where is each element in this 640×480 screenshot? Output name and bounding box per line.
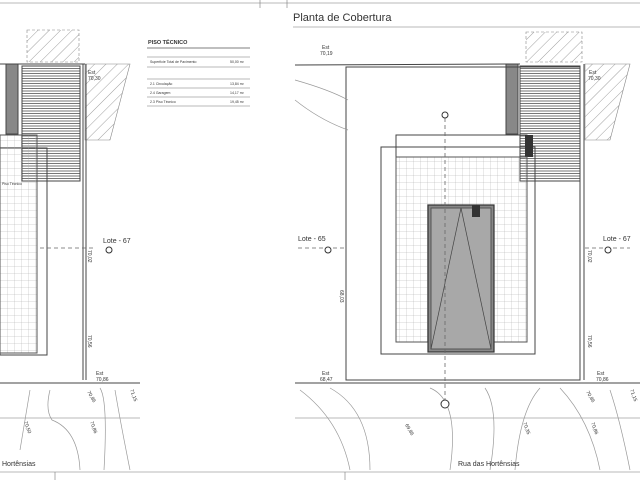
right-contour-label: 70,86 [589, 422, 599, 436]
right-side-level-right-2: 70,56 [586, 335, 592, 348]
section-marker-icon [441, 111, 449, 119]
left-contour-label: 71,15 [128, 389, 138, 403]
right-est-bottom-left-label: Est [322, 371, 330, 377]
table-total-label: Superfície Total de Pavimento [150, 60, 196, 64]
left-est-bottom-value: 70,86 [96, 377, 109, 383]
right-contour-label: 70,86 [584, 390, 596, 404]
area-table: PISO TÉCNICO Superfície Total de Pavimen… [147, 38, 250, 107]
right-contour-label: 70,35 [521, 422, 531, 436]
table-row-value: 13,84 m² [230, 82, 245, 86]
left-contour-label: 70,50 [22, 421, 32, 435]
table-row-value: 19,45 m² [230, 100, 245, 104]
left-contour-label: 70,86 [88, 421, 98, 435]
right-contour-label: 69,86 [403, 423, 415, 437]
section-marker-icon [324, 246, 332, 254]
right-plan [294, 31, 640, 471]
left-street-label: Hortênsias [2, 461, 36, 468]
table-row-label: 2.3 Piso Técnico [150, 100, 176, 104]
left-side-level-1: 70,02 [86, 250, 92, 263]
right-lote-right-label: Lote - 67 [603, 236, 631, 243]
right-est-top-left-label: Est [322, 45, 330, 51]
left-est-top-label: Est [88, 70, 96, 76]
left-est-bottom-label: Est [96, 371, 104, 377]
right-est-top-right-value: 70,30 [588, 76, 601, 82]
left-est-top-value: 70,30 [88, 76, 101, 82]
table-row-value: 14,17 m² [230, 91, 245, 95]
left-lote-label: Lote - 67 [103, 238, 131, 245]
drawing-title: Planta de Cobertura [293, 12, 392, 24]
right-contour-label: 71,15 [628, 389, 638, 403]
table-row-label: 2.4 Garagem [150, 91, 171, 95]
right-side-level-right-1: 70,02 [586, 250, 592, 263]
left-contour-label: 70,86 [85, 390, 97, 404]
section-marker-icon [440, 399, 450, 409]
right-est-bottom-left-value: 68,47 [320, 377, 333, 383]
table-heading: PISO TÉCNICO [148, 38, 188, 46]
right-est-bottom-right-label: Est [597, 371, 605, 377]
table-row-label: 2.1 Circulação [150, 82, 172, 86]
left-plan: Piso Técnico [0, 29, 140, 471]
right-est-bottom-right-value: 70,86 [596, 377, 609, 383]
right-street-label: Rua das Hortênsias [458, 461, 520, 468]
table-total-value: 50,00 m² [230, 60, 245, 64]
right-side-level-left: 68,03 [338, 290, 344, 303]
right-est-top-right-label: Est [589, 70, 597, 76]
left-side-level-2: 70,56 [86, 335, 92, 348]
section-marker-icon [604, 246, 612, 254]
section-marker-icon [105, 246, 113, 254]
right-est-top-left-value: 70,19 [320, 51, 333, 57]
right-lote-left-label: Lote - 65 [298, 236, 326, 243]
room-label: Piso Técnico [2, 182, 22, 186]
